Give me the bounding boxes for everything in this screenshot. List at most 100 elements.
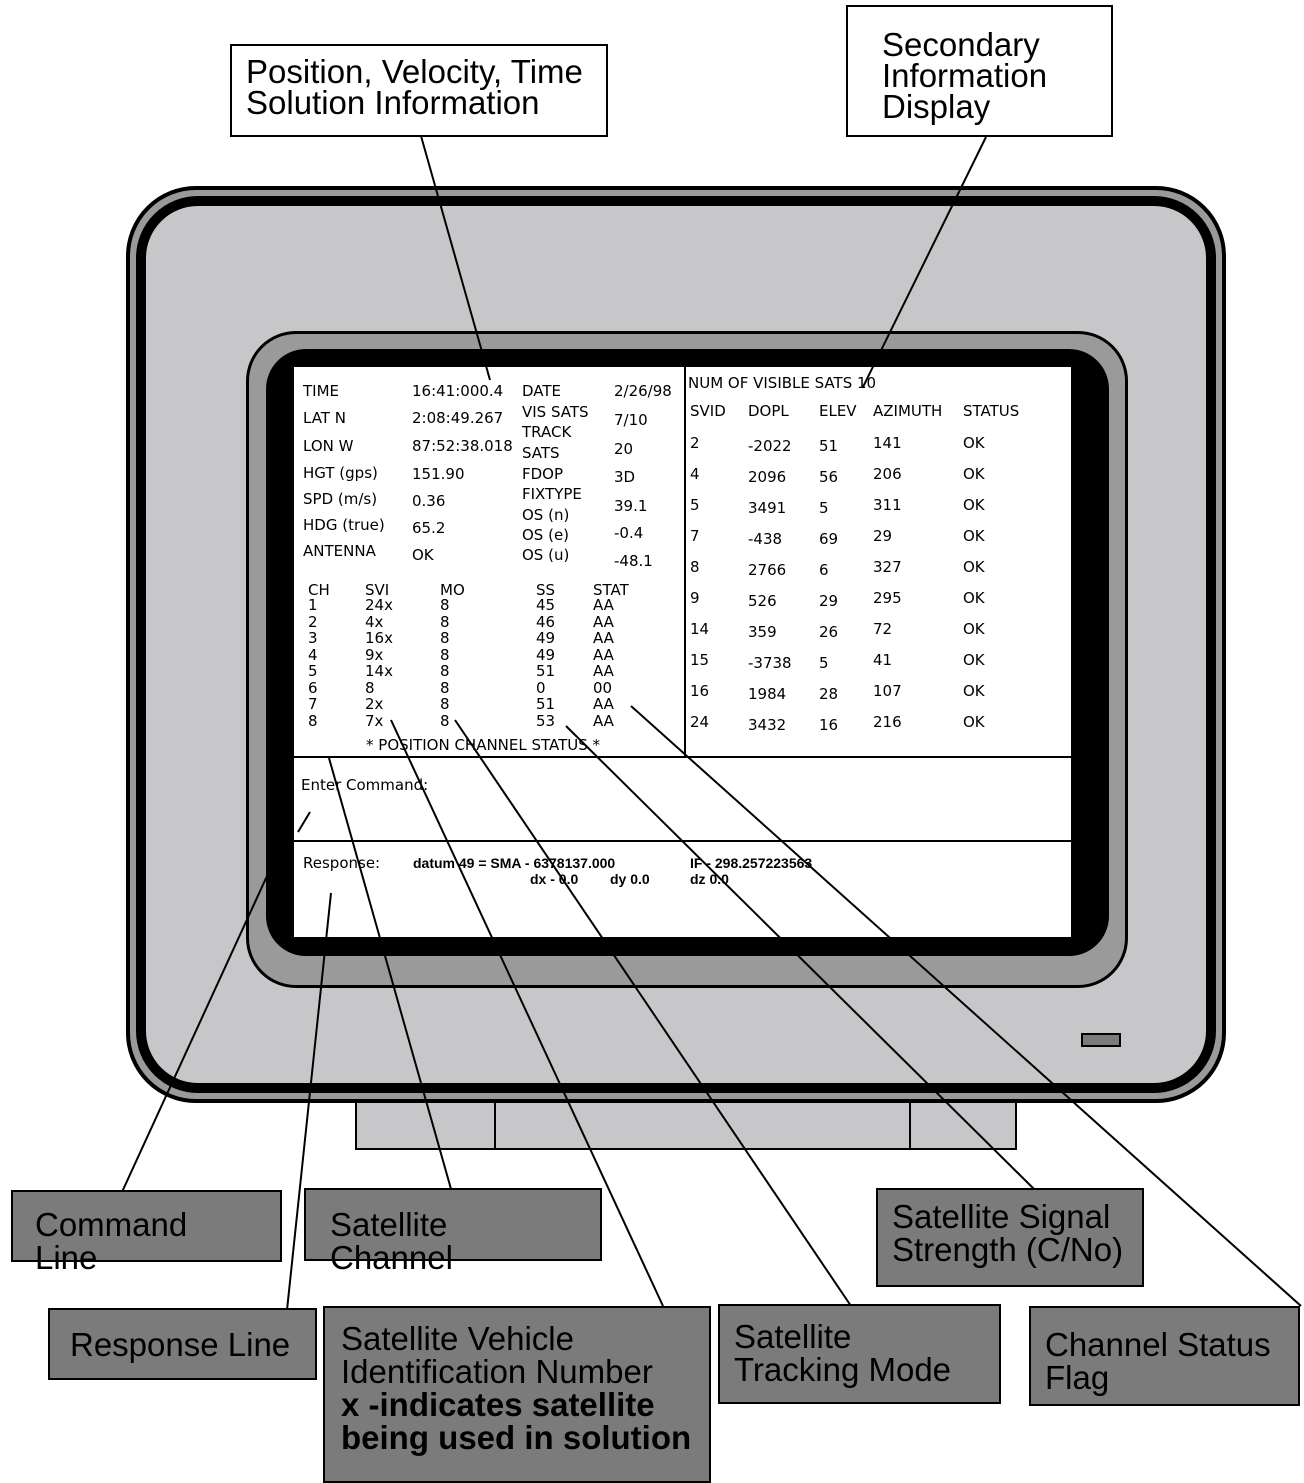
sat-cell-svid: 4 — [690, 465, 700, 483]
callout-status-flag: Channel Status Flag — [1029, 1306, 1300, 1406]
callout-svid-note: x -indicates satellite being used in sol… — [341, 1386, 692, 1456]
solution-value-fixtype: 39.1 — [614, 497, 648, 515]
sat-cell-azimuth: 206 — [873, 465, 902, 483]
channel-cell-mode: 8 — [440, 711, 450, 730]
leader-svid — [390, 719, 664, 1307]
channel-cell-signal-strength: 45 — [536, 596, 556, 614]
sat-cell-elevation: 29 — [819, 592, 839, 610]
solution-value-hgt: 151.90 — [412, 465, 465, 483]
channel-cell-svid: 9x — [365, 645, 384, 664]
sat-cell-doppler: 359 — [748, 623, 777, 641]
channel-cell-status: AA — [593, 629, 614, 647]
leader-channel — [328, 757, 452, 1190]
sat-cell-status: OK — [963, 465, 985, 483]
sat-cell-svid: 16 — [690, 682, 710, 700]
sat-cell-status: OK — [963, 527, 985, 545]
response-if: IF - 298.257223563 — [690, 855, 813, 871]
solution-label-vis-sats: VIS SATS — [522, 403, 589, 421]
channel-cell-status: AA — [593, 662, 614, 680]
solution-value-lat: 2:08:49.267 — [412, 409, 504, 427]
channel-cell-svid: 2x — [365, 695, 384, 713]
channel-cell-svid: 24x — [365, 596, 393, 614]
command-prompt[interactable]: Enter Command: — [301, 776, 429, 794]
channel-cell-signal-strength: 0 — [536, 678, 546, 697]
sat-header-azimuth: AZIMUTH — [873, 402, 943, 420]
sat-cell-elevation: 69 — [819, 530, 839, 548]
channel-cell-channel: 4 — [308, 645, 318, 664]
sat-cell-elevation: 5 — [819, 654, 829, 672]
channel-cell-svid: 16x — [365, 629, 393, 647]
channel-cell-mode: 8 — [440, 645, 450, 664]
sat-cell-svid: 15 — [690, 651, 710, 669]
sat-cell-doppler: -2022 — [748, 437, 792, 455]
sat-cell-azimuth: 295 — [873, 589, 902, 607]
channel-cell-mode: 8 — [440, 678, 450, 697]
solution-label-antenna: ANTENNA — [303, 542, 376, 560]
sat-cell-svid: 8 — [690, 558, 700, 576]
callout-tracking-mode: Satellite Tracking Mode — [718, 1304, 1001, 1404]
solution-label-hgt: HGT (gps) — [303, 464, 378, 482]
leader-command-prompt — [297, 811, 311, 833]
sat-cell-elevation: 6 — [819, 561, 829, 579]
sat-cell-svid: 7 — [690, 527, 700, 545]
leader-ss — [565, 725, 1035, 1190]
channel-cell-status: AA — [593, 612, 614, 631]
sat-cell-svid: 14 — [690, 620, 710, 638]
solution-value-os-e: -0.4 — [614, 524, 644, 542]
sat-cell-elevation: 28 — [819, 685, 839, 703]
solution-label-time: TIME — [303, 382, 340, 400]
response-dy: dy 0.0 — [610, 871, 650, 887]
channel-header-signal-strength: SS — [536, 581, 556, 599]
channel-cell-svid: 4x — [365, 612, 384, 631]
channel-cell-channel: 5 — [308, 662, 318, 680]
channel-cell-signal-strength: 49 — [536, 645, 556, 664]
solution-value-time: 16:41:000.4 — [412, 382, 504, 400]
leader-command — [121, 875, 268, 1193]
sat-cell-svid: 24 — [690, 713, 710, 731]
solution-label-lon: LON W — [303, 437, 354, 455]
solution-label-track: TRACK — [522, 423, 572, 441]
leader-stat — [630, 705, 1302, 1307]
callout-response-line: Response Line — [48, 1308, 317, 1380]
screen-vertical-divider — [684, 367, 686, 757]
solution-label-hdg: HDG (true) — [303, 516, 385, 534]
power-led — [1081, 1033, 1121, 1047]
channel-status-footer: * POSITION CHANNEL STATUS * — [366, 736, 601, 754]
sat-cell-doppler: 1984 — [748, 685, 787, 703]
sat-cell-doppler: -3738 — [748, 654, 792, 672]
channel-cell-mode: 8 — [440, 662, 450, 680]
sat-cell-status: OK — [963, 496, 985, 514]
sat-cell-azimuth: 327 — [873, 558, 902, 576]
sat-cell-azimuth: 216 — [873, 713, 902, 731]
solution-value-spd: 0.36 — [412, 492, 446, 510]
solution-value-track-sats: 20 — [614, 440, 634, 458]
solution-value-vis-sats: 7/10 — [614, 411, 648, 429]
sat-cell-doppler: -438 — [748, 530, 783, 548]
sat-cell-status: OK — [963, 589, 985, 607]
solution-value-date: 2/26/98 — [614, 382, 672, 400]
sat-header-doppler: DOPL — [748, 402, 789, 420]
channel-cell-channel: 3 — [308, 629, 318, 647]
channel-cell-channel: 1 — [308, 596, 318, 614]
solution-label-os-e: OS (e) — [522, 526, 570, 544]
leader-response — [286, 892, 332, 1311]
channel-cell-signal-strength: 49 — [536, 629, 556, 647]
solution-value-fdop: 3D — [614, 468, 636, 486]
channel-header-status: STAT — [593, 581, 629, 599]
leader-mode — [454, 719, 852, 1307]
solution-label-lat: LAT N — [303, 409, 346, 427]
monitor-stand-foot-right — [909, 1100, 1017, 1150]
channel-cell-svid: 14x — [365, 662, 393, 680]
sat-cell-azimuth: 141 — [873, 434, 902, 452]
leader-secondary — [862, 136, 987, 388]
sat-cell-doppler: 2096 — [748, 468, 787, 486]
response-dz: dz 0.0 — [690, 871, 729, 887]
solution-label-fdop: FDOP — [522, 465, 564, 483]
channel-cell-svid: 7x — [365, 711, 384, 730]
channel-header-channel: CH — [308, 581, 330, 599]
channel-cell-svid: 8 — [365, 678, 375, 697]
sat-cell-elevation: 56 — [819, 468, 839, 486]
callout-secondary-info: Secondary Information Display — [846, 5, 1113, 137]
solution-label-os-n: OS (n) — [522, 506, 570, 524]
